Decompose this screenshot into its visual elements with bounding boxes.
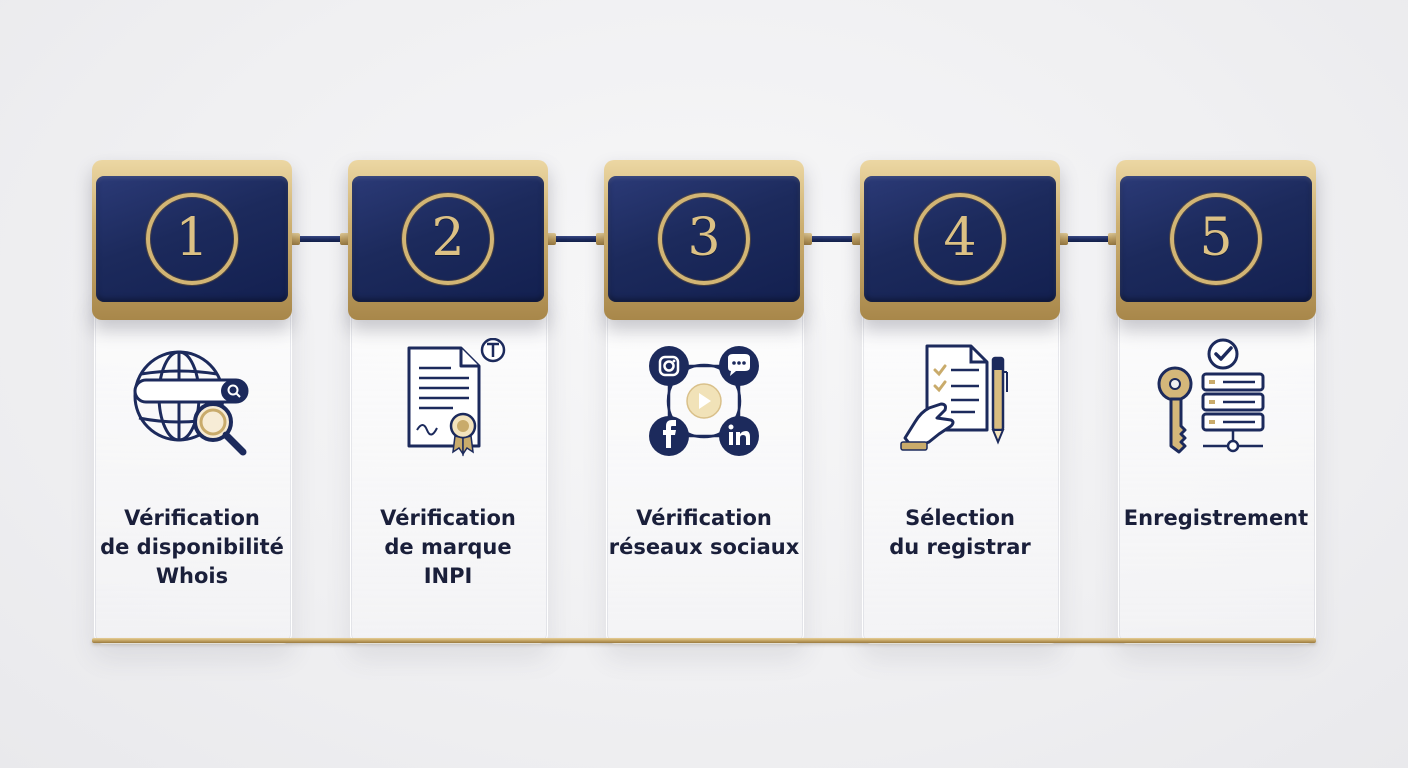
step-1-number-badge: 1 <box>146 193 238 285</box>
step-2-label: Vérification de marque INPI <box>380 506 516 588</box>
connector-3-4 <box>802 233 862 245</box>
connector-2-3 <box>546 233 606 245</box>
step-1-header: 1 <box>92 160 292 320</box>
step-5-number: 5 <box>1199 208 1233 268</box>
step-2-number: 2 <box>431 208 465 268</box>
social-network-icon <box>649 346 759 456</box>
key-server-icon <box>1157 338 1265 454</box>
step-1-number: 1 <box>175 208 209 268</box>
step-4-number-badge: 4 <box>914 193 1006 285</box>
step-5-number-badge: 5 <box>1170 193 1262 285</box>
checklist-hand-icon <box>900 344 1008 451</box>
connector-4-5 <box>1058 233 1118 245</box>
step-1-panel <box>94 290 292 644</box>
step-2-number-badge: 2 <box>402 193 494 285</box>
step-1-label: Vérification de disponibilité Whois <box>100 506 284 588</box>
connector-1-2 <box>290 233 350 245</box>
step-2-header: 2 <box>348 160 548 320</box>
step-4-number: 4 <box>943 208 977 268</box>
globe-search-icon <box>133 350 249 456</box>
step-3-label: Vérification réseaux sociaux <box>608 506 800 559</box>
gold-divider-line <box>92 638 1316 643</box>
step-4-label: Sélection du registrar <box>889 506 1031 559</box>
step-3-header: 3 <box>604 160 804 320</box>
step-3-number: 3 <box>687 208 721 268</box>
step-3-number-badge: 3 <box>658 193 750 285</box>
step-4-header: 4 <box>860 160 1060 320</box>
step-5-header: 5 <box>1116 160 1316 320</box>
step-5-label: Enregistrement <box>1123 506 1309 530</box>
trademark-certificate-icon <box>407 338 506 457</box>
